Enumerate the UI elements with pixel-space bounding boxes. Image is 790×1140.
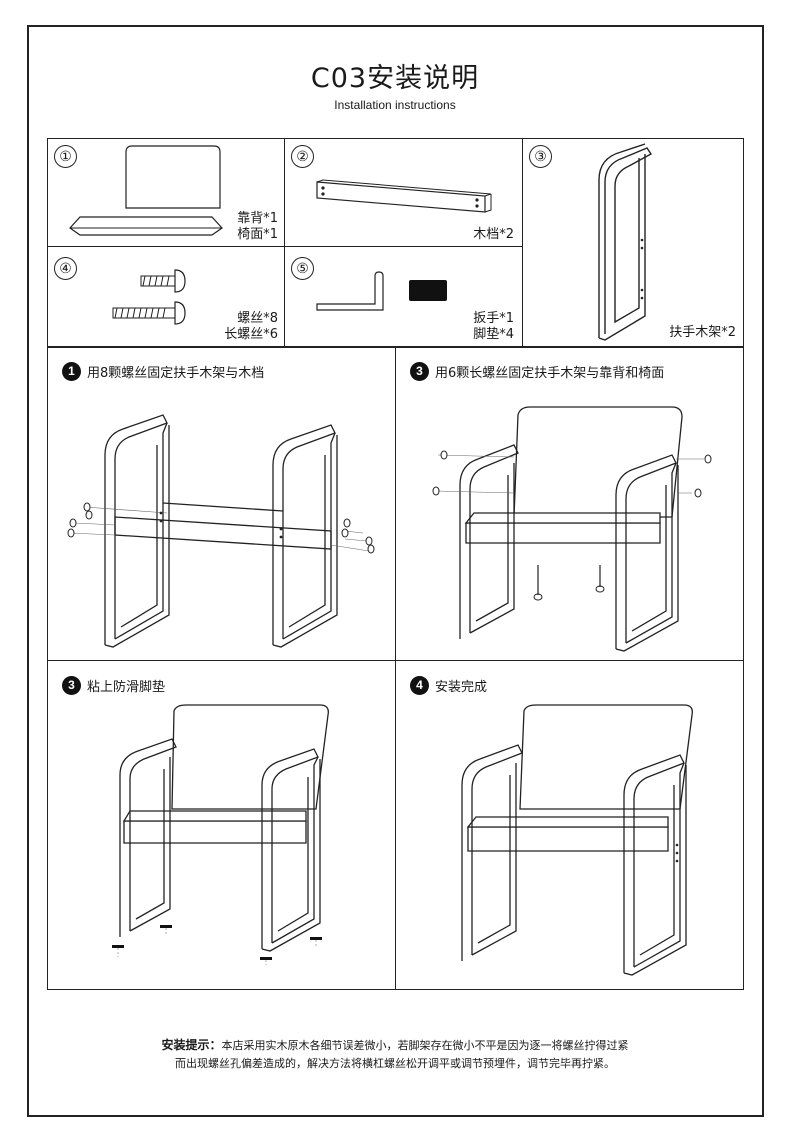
- step-heading-1: 1 用8颗螺丝固定扶手木架与木档: [62, 362, 264, 381]
- part-label-2: 木档*2: [473, 227, 514, 242]
- page-subtitle: Installation instructions: [334, 98, 456, 112]
- step-text-3: 粘上防滑脚垫: [87, 680, 166, 695]
- part-number-1: ①: [54, 145, 77, 168]
- tips-line-1: 本店采用实木原木各细节误差微小，若脚架存在微小不平是因为逐一将螺丝拧得过紧: [221, 1039, 629, 1052]
- step1-frame-assembly-illustration: [67, 414, 375, 648]
- backrest-seat-illustration: [69, 145, 223, 236]
- step-heading-2: 3 用6颗长螺丝固定扶手木架与靠背和椅面: [410, 362, 664, 381]
- step2-chair-assembly-illustration: [432, 406, 712, 652]
- foot-pad-illustration: [409, 280, 447, 301]
- crossbar-illustration: [316, 179, 492, 213]
- step-panel-4: [395, 660, 744, 990]
- wrench-illustration: [316, 271, 384, 311]
- step-text-1: 用8颗螺丝固定扶手木架与木档: [87, 366, 265, 381]
- tips-heading: 安装提示：: [161, 1038, 222, 1052]
- part-number-2: ②: [291, 145, 314, 168]
- page-title: C03安装说明: [310, 63, 480, 94]
- part-number-5: ⑤: [291, 257, 314, 280]
- document-frame: [27, 25, 764, 1117]
- step-text-4: 安装完成: [435, 680, 488, 695]
- step-badge-4: 4: [410, 676, 429, 695]
- step-badge-2: 3: [410, 362, 429, 381]
- step4-finished-chair-illustration: [461, 704, 693, 976]
- step-text-2: 用6颗长螺丝固定扶手木架与靠背和椅面: [435, 366, 665, 381]
- step-heading-3: 3 粘上防滑脚垫: [62, 676, 165, 695]
- part-number-3: ③: [529, 145, 552, 168]
- tips-line-2: 而出现螺丝孔偏差造成的，解决方法将横杠螺丝松开调平或调节预埋件，调节完毕再拧紧。: [175, 1057, 615, 1070]
- step-badge-3: 3: [62, 676, 81, 695]
- step-heading-4: 4 安装完成: [410, 676, 487, 695]
- part-cell-5: [284, 246, 523, 347]
- part-label-3: 扶手木架*2: [669, 325, 736, 340]
- screws-illustration: [112, 269, 186, 325]
- armrest-frame-illustration: [598, 143, 653, 341]
- step-badge-1: 1: [62, 362, 81, 381]
- step3-chair-footpads-illustration: [112, 704, 329, 965]
- part-number-4: ④: [54, 257, 77, 280]
- part-cell-3: [522, 138, 744, 347]
- install-tips: 安装提示：本店采用实木原木各细节误差微小，若脚架存在微小不平是因为逐一将螺丝拧得…: [0, 1036, 790, 1073]
